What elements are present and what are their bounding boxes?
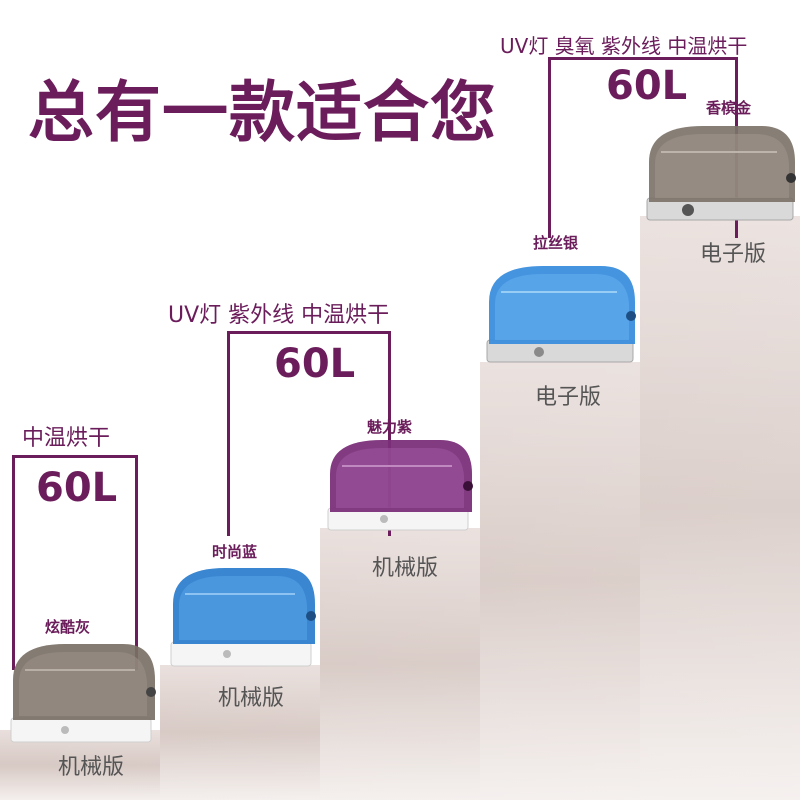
product-3-capacity: 60L [274, 341, 356, 387]
product-3-features: UV灯 紫外线 中温烘干 [168, 303, 390, 328]
product-4-dish-dryer [486, 266, 636, 363]
product-1-bracket [12, 455, 138, 670]
product-1-color-name: 炫酷灰 [45, 618, 91, 636]
product-5-features: UV灯 臭氧 紫外线 中温烘干 [500, 34, 748, 58]
product-5-version: 电子版 [700, 242, 767, 267]
product-3-dish-dryer [327, 440, 473, 531]
headline: 总有一款适合您 [28, 74, 497, 151]
product-2-color-name: 时尚蓝 [212, 543, 258, 561]
product-1-capacity: 60L [36, 465, 118, 511]
product-5-capacity: 60L [606, 63, 688, 109]
product-1-dish-dryer [10, 644, 156, 743]
product-1-features: 中温烘干 [22, 426, 111, 451]
product-3-version: 机械版 [372, 556, 439, 581]
product-3-color-name: 魅力紫 [367, 418, 413, 436]
product-1-version: 机械版 [58, 755, 125, 780]
product-4-version: 电子版 [535, 385, 602, 410]
product-2-version: 机械版 [218, 686, 285, 711]
product-2-dish-dryer [170, 568, 316, 667]
product-5-color-name: 香槟金 [706, 99, 752, 117]
product-5-dish-dryer [646, 126, 796, 221]
product-4-color-name: 拉丝银 [533, 234, 579, 252]
product-3-bracket [227, 331, 391, 536]
